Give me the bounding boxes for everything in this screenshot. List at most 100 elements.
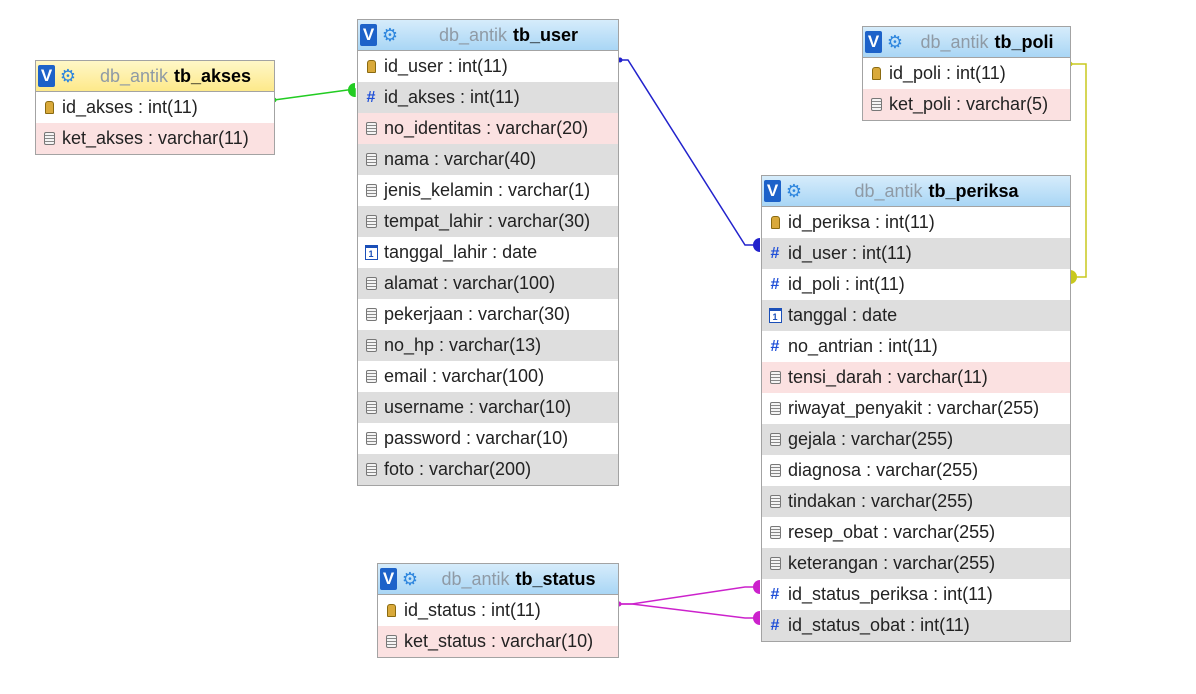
column-row[interactable]: tempat_lahir : varchar(30) — [358, 206, 618, 237]
relation-user-periksa-end — [753, 238, 760, 252]
gear-icon[interactable]: ⚙ — [886, 32, 904, 52]
relation-poli-periksa — [1070, 63, 1087, 278]
column-label: id_periksa : int(11) — [788, 212, 935, 232]
column-label: pekerjaan : varchar(30) — [384, 304, 571, 324]
column-row[interactable]: email : varchar(100) — [358, 361, 618, 392]
key-icon — [768, 216, 782, 230]
column-row[interactable]: tanggal_lahir : date — [358, 237, 618, 268]
column-row[interactable]: diagnosa : varchar(255) — [762, 455, 1070, 486]
column-row[interactable]: no_identitas : varchar(20) — [358, 113, 618, 144]
number-icon: # — [770, 616, 780, 634]
column-row[interactable]: #id_akses : int(11) — [358, 82, 618, 113]
relation-status-end-2 — [753, 611, 760, 625]
relation-poli-periksa-end — [1070, 270, 1077, 284]
text-field-icon — [384, 635, 398, 649]
toggle-button[interactable]: V — [380, 568, 397, 590]
column-row[interactable]: no_hp : varchar(13) — [358, 330, 618, 361]
column-row[interactable]: tindakan : varchar(255) — [762, 486, 1070, 517]
column-label: diagnosa : varchar(255) — [788, 460, 979, 480]
text-field-icon — [364, 401, 378, 415]
column-label: id_status_obat : int(11) — [788, 615, 970, 635]
text-field-icon — [768, 371, 782, 385]
key-icon — [384, 604, 398, 618]
column-label: tindakan : varchar(255) — [788, 491, 974, 511]
column-label: id_status_periksa : int(11) — [788, 584, 993, 604]
column-row[interactable]: nama : varchar(40) — [358, 144, 618, 175]
column-row[interactable]: # id_status_obat : int(11) — [762, 610, 1070, 641]
text-field-icon — [869, 98, 883, 112]
column-row[interactable]: foto : varchar(200) — [358, 454, 618, 485]
gear-icon[interactable]: ⚙ — [59, 66, 77, 86]
toggle-button[interactable]: V — [764, 180, 781, 202]
column-row[interactable]: password : varchar(10) — [358, 423, 618, 454]
column-label: ket_akses : varchar(11) — [62, 128, 249, 148]
relation-user-periksa — [620, 59, 760, 246]
text-field-icon — [364, 277, 378, 291]
column-row[interactable]: #id_user : int(11) — [762, 238, 1070, 269]
column-row[interactable]: username : varchar(10) — [358, 392, 618, 423]
relation-akses-user — [273, 88, 356, 101]
column-row[interactable]: id_status : int(11) — [378, 595, 618, 626]
column-row[interactable]: #id_poli : int(11) — [762, 269, 1070, 300]
text-field-icon — [768, 495, 782, 509]
column-row[interactable]: alamat : varchar(100) — [358, 268, 618, 299]
column-row[interactable]: #id_status_periksa : int(11) — [762, 579, 1070, 610]
column-row[interactable]: id_poli : int(11) — [863, 58, 1070, 89]
column-label: id_poli : int(11) — [788, 274, 905, 294]
column-row[interactable]: id_periksa : int(11) — [762, 207, 1070, 238]
column-row[interactable]: id_user : int(11) — [358, 51, 618, 82]
number-icon: # — [770, 337, 780, 355]
relation-status-end-1 — [753, 580, 760, 594]
column-row[interactable]: tensi_darah : varchar(11) — [762, 362, 1070, 393]
column-row[interactable]: resep_obat : varchar(255) — [762, 517, 1070, 548]
gear-icon[interactable]: ⚙ — [401, 569, 419, 589]
column-label: id_user : int(11) — [384, 56, 508, 76]
column-row[interactable]: ket_status : varchar(10) — [378, 626, 618, 657]
toggle-button[interactable]: V — [38, 65, 55, 87]
column-row[interactable]: jenis_kelamin : varchar(1) — [358, 175, 618, 206]
column-label: nama : varchar(40) — [384, 149, 537, 169]
column-row[interactable]: gejala : varchar(255) — [762, 424, 1070, 455]
toggle-button[interactable]: V — [865, 31, 882, 53]
column-row[interactable]: # no_antrian : int(11) — [762, 331, 1070, 362]
column-list: id_status : int(11)ket_status : varchar(… — [378, 595, 618, 657]
table-name: tb_user — [513, 24, 579, 45]
text-field-icon — [768, 557, 782, 571]
toggle-button[interactable]: V — [360, 24, 377, 46]
column-row[interactable]: ket_akses : varchar(11) — [36, 123, 274, 154]
column-label: no_antrian : int(11) — [788, 336, 938, 356]
database-name: db_antik — [438, 24, 508, 45]
column-row[interactable]: tanggal : date — [762, 300, 1070, 331]
column-label: foto : varchar(200) — [384, 459, 532, 479]
database-name: db_antik — [920, 31, 989, 52]
date-icon — [768, 309, 782, 323]
column-row[interactable]: riwayat_penyakit : varchar(255) — [762, 393, 1070, 424]
gear-icon[interactable]: ⚙ — [785, 181, 803, 201]
text-field-icon — [364, 432, 378, 446]
column-row[interactable]: ket_poli : varchar(5) — [863, 89, 1070, 120]
relation-akses-user-end — [348, 83, 355, 97]
column-row[interactable]: pekerjaan : varchar(30) — [358, 299, 618, 330]
key-icon — [364, 60, 378, 74]
column-row[interactable]: keterangan : varchar(255) — [762, 548, 1070, 579]
column-label: keterangan : varchar(255) — [788, 553, 996, 573]
column-row[interactable]: id_akses : int(11) — [36, 92, 274, 123]
table-name: tb_poli — [994, 31, 1054, 52]
database-name: db_antik — [99, 65, 168, 86]
gear-icon[interactable]: ⚙ — [381, 25, 399, 45]
